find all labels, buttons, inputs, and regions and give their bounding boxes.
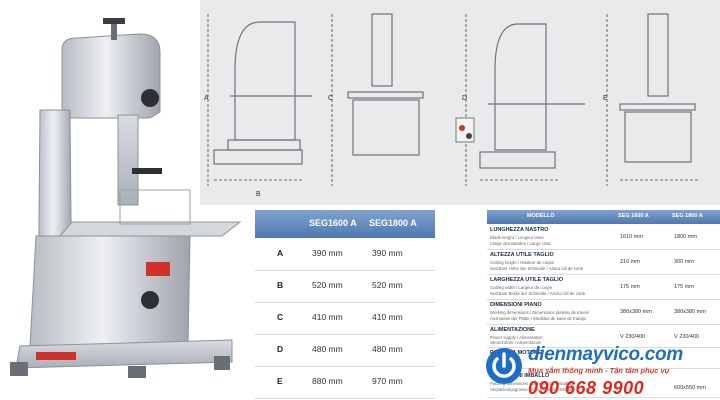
spec-title: LUNGHEZZA NASTRO [490, 227, 549, 233]
row-key: E [277, 376, 283, 386]
spec-table: MODELLO SEG 1600 A SEG 1800 A LUNGHEZZA … [487, 210, 720, 400]
brand-name: dienmayvico.com [528, 344, 683, 365]
spec-sub: Cutting width / Largeur de coupe [490, 285, 553, 290]
brand-phone: 090 668 9900 [528, 378, 645, 398]
spec-sub: Ausmasse der Platte / Medidas de base de… [490, 316, 587, 321]
technical-drawings: A B C D E [200, 0, 720, 205]
table-row: DIMENSIONI IMBALLO Packing dimensions / … [487, 369, 720, 398]
spec-value: 1610 mm [620, 234, 643, 240]
dimensions-table: SEG1600 A SEG1800 A A 390 mm 390 mm B 52… [255, 210, 435, 400]
spec-sub: Stromzufuhr / Alimentación [490, 340, 542, 345]
power-icon [486, 348, 522, 384]
spec-value: 1800 mm [674, 234, 697, 240]
brand-tagline: Mua sắm thông minh - Tận tâm phục vụ [528, 366, 670, 375]
dims-header-seg1600: SEG1600 A [309, 218, 357, 228]
table-row: C 410 mm 410 mm [255, 302, 435, 335]
table-row: LUNGHEZZA NASTRO Blade lenght / Longeur … [487, 225, 720, 250]
spec-value: 175 mm [620, 284, 640, 290]
spec-value: 380x380 mm [620, 309, 652, 315]
spec-title: ALTEZZA UTILE TAGLIO [490, 252, 554, 258]
spec-sub: Blade lenght / Longeur lame [490, 235, 544, 240]
spec-title: LARGHEZZA UTILE TAGLIO [490, 277, 564, 283]
spec-value: V 230/400 [674, 334, 700, 340]
spec-sub: Working dimensions / Dimensions plateau … [490, 310, 589, 315]
drawing-label: E [603, 95, 608, 102]
table-row: DIMENSIONI PIANO Working dimensions / Di… [487, 300, 720, 325]
table-row: B 520 mm 520 mm [255, 270, 435, 303]
spec-sub: Nutzbare Breite der Schneide / Ancho úti… [490, 291, 586, 296]
table-row: E 880 mm 970 mm [255, 366, 435, 399]
table-row: A 390 mm 390 mm [255, 238, 435, 271]
spec-sub: Packing dimensions / Dimensions emballag… [490, 381, 576, 386]
spec-title: DIMENSIONI PIANO [490, 302, 542, 308]
spec-table-header: MODELLO SEG 1600 A SEG 1800 A [487, 210, 720, 224]
row-value: 520 mm [312, 280, 343, 290]
drawing-label: B [256, 191, 261, 198]
row-value: 520 mm [372, 280, 403, 290]
watermark: dienmayvico.com Mua sắm thông minh - Tận… [478, 338, 720, 400]
row-value: 480 mm [372, 344, 403, 354]
spec-value: 380x380 mm [674, 309, 706, 315]
row-key: D [277, 344, 284, 354]
dims-header-seg1800: SEG1800 A [369, 218, 417, 228]
dimensions-table-header: SEG1600 A SEG1800 A [255, 210, 435, 238]
row-key: B [277, 280, 284, 290]
drawing-label: D [462, 95, 467, 102]
spec-sub: Länge des Bandes / Largo cinta [490, 241, 551, 246]
row-key: C [277, 312, 284, 322]
spec-value: 300 mm [674, 259, 694, 265]
row-value: 410 mm [312, 312, 343, 322]
table-row: ALIMENTAZIONE Power supply / Alimentatio… [487, 325, 720, 348]
drawing-svg: A B C D E [204, 13, 700, 198]
table-row: D 480 mm 480 mm [255, 334, 435, 367]
spec-value: 600x550 mm [674, 385, 706, 391]
spec-sub: Nutzbare Höhe der Schneide / Altura útil… [490, 266, 584, 271]
row-value: 390 mm [372, 248, 403, 258]
spec-header-model: MODELLO [527, 213, 555, 219]
spec-value: 175 mm [674, 284, 694, 290]
spec-value: V 230/400 [620, 334, 646, 340]
row-value: 480 mm [312, 344, 343, 354]
spec-header-seg1800: SEG 1800 A [672, 213, 703, 219]
row-key: A [277, 248, 284, 258]
drawing-label: C [328, 95, 333, 102]
spec-title: ALIMENTAZIONE [490, 327, 535, 333]
drawing-label: A [204, 95, 209, 102]
spec-header-seg1600: SEG 1600 A [618, 213, 649, 219]
row-value: 970 mm [372, 376, 403, 386]
spec-title: DIMENSIONI IMBALLO [490, 373, 550, 379]
table-row: LARGHEZZA UTILE TAGLIO Cutting width / L… [487, 275, 720, 300]
spec-sub: Verpackungsgrösse / Dimensiones embalaje [490, 387, 575, 392]
table-row: ALTEZZA UTILE TAGLIO Cutting height / Ha… [487, 250, 720, 275]
machine-photo [10, 18, 242, 378]
row-value: 410 mm [372, 312, 403, 322]
spec-sub: Power supply / Alimentation [490, 335, 543, 340]
spec-value: 210 mm [620, 259, 640, 265]
spec-sub: Cutting height / Hauteur de coupe [490, 260, 555, 265]
row-value: 880 mm [312, 376, 343, 386]
row-value: 390 mm [312, 248, 343, 258]
